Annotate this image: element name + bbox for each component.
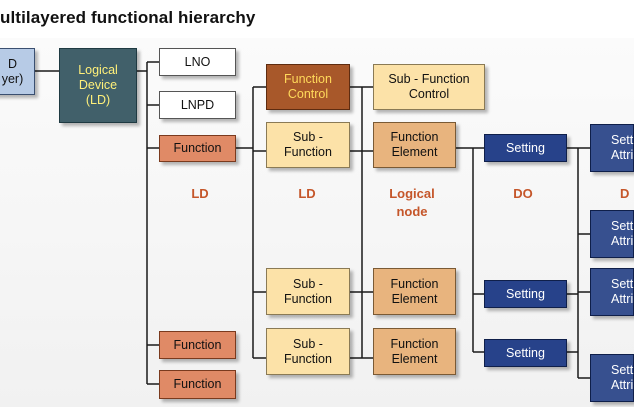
attribute-box-1: Sett Attri [590,124,634,172]
lnpd-box: LNPD [159,91,236,119]
setting-box-3: Setting [484,339,567,367]
subfunction-label-2: Sub - Function [284,276,332,306]
ied-label: D yer) [1,56,24,86]
function-element-label-1: Function Element [390,130,439,159]
attribute-box-4: Sett Attri [590,354,634,402]
level-label-da: D [620,186,630,201]
lnpd-label: LNPD [180,97,215,112]
logical-device-label: Logical Device (LD) [78,63,118,107]
function-label-1: Function [173,141,222,155]
lno-box: LNO [159,48,236,76]
function-element-box-2: Function Element [373,268,456,315]
logical-device-box: Logical Device (LD) [59,48,137,123]
diagram-canvas: D yer) Logical Device (LD) LNO LNPD Func… [0,38,634,407]
subfunction-box-3: Sub - Function [266,328,350,375]
setting-label-2: Setting [506,286,545,301]
subfunction-label-1: Sub - Function [284,130,332,159]
subfunction-control-label: Sub - Function Control [388,72,470,101]
function-box-1: Function [159,135,236,162]
lno-label: LNO [184,54,211,69]
function-element-box-3: Function Element [373,328,456,375]
attribute-label-3: Sett Attri [611,277,634,306]
function-box-3: Function [159,370,236,399]
diagram-title: ultilayered functional hierarchy [0,8,256,27]
connector-lines [35,61,590,385]
function-control-box: Function Control [266,64,350,110]
function-label-3: Function [173,377,222,391]
attribute-label-1: Sett Attri [611,133,634,162]
function-element-label-2: Function Element [390,276,439,306]
setting-box-2: Setting [484,280,567,308]
setting-box-1: Setting [484,134,567,162]
function-element-box-1: Function Element [373,122,456,168]
subfunction-box-2: Sub - Function [266,268,350,315]
level-label-ld-1: LD [191,186,209,201]
attribute-box-2: Sett Attri [590,210,634,258]
function-box-2: Function [159,331,236,359]
level-label-logical-node: Logical node [389,186,435,219]
function-label-2: Function [173,337,222,352]
function-control-label: Function Control [284,72,332,101]
ied-box: D yer) [0,48,35,95]
subfunction-label-3: Sub - Function [284,336,332,366]
level-label-do: DO [513,186,533,201]
subfunction-control-box: Sub - Function Control [373,64,485,110]
function-element-label-3: Function Element [390,336,439,366]
attribute-label-2: Sett Attri [611,219,634,248]
level-label-ld-2: LD [298,186,316,201]
setting-label-3: Setting [506,345,545,360]
attribute-box-3: Sett Attri [590,268,634,316]
attribute-label-4: Sett Attri [611,363,634,392]
setting-label-1: Setting [506,140,545,155]
subfunction-box-1: Sub - Function [266,122,350,168]
